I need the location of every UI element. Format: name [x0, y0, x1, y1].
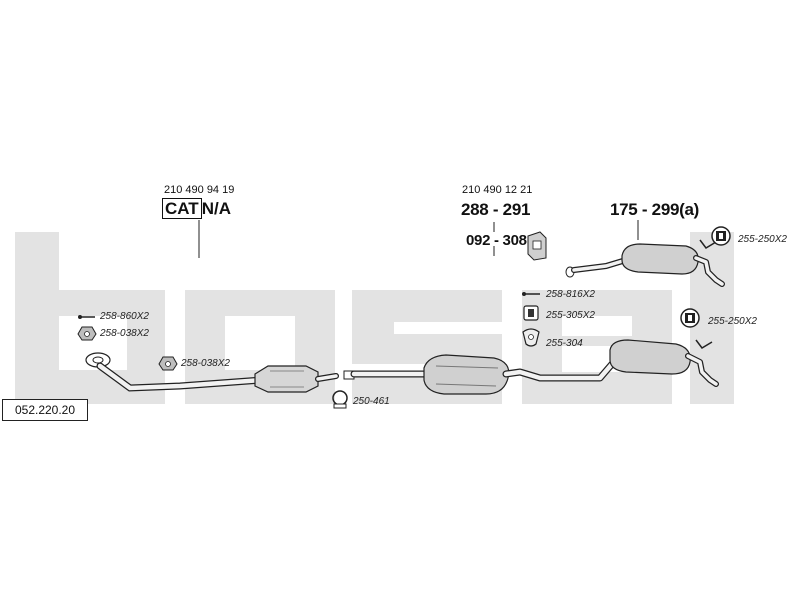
catalytic-converter — [254, 365, 339, 393]
catalyst-article-number: 210 490 94 19 — [164, 184, 235, 196]
middle-section — [343, 354, 616, 395]
part-label-p5: 258-816X2 — [546, 289, 595, 300]
cat-suffix: N/A — [201, 199, 231, 218]
middle-article-number: 210 490 12 21 — [462, 184, 533, 196]
nut-icon — [77, 326, 97, 341]
gasket-icon — [522, 328, 540, 347]
part-label-p2: 258-038X2 — [100, 328, 149, 339]
part-label-p3: 258-038X2 — [181, 358, 230, 369]
leader-lines — [198, 220, 639, 258]
part-label-p8: 255-250X2 — [738, 234, 787, 245]
rubber-hanger-icon — [711, 226, 731, 246]
part-label-p4: 250-461 — [353, 396, 390, 407]
cat-badge: CAT — [162, 198, 202, 219]
reference-number: 052.220.20 — [2, 399, 88, 421]
ring-icon — [332, 390, 348, 409]
nut-icon-2 — [158, 356, 178, 371]
bolt-icon — [78, 315, 95, 319]
bracket-icon — [527, 231, 547, 261]
part-label-p6: 255-305X2 — [546, 310, 595, 321]
clamp-icon — [523, 305, 539, 321]
upper-rear-section — [565, 239, 725, 287]
bracket-number: 092 - 308 — [466, 232, 527, 249]
lower-rear-silencer — [609, 339, 719, 387]
front-pipe — [85, 352, 266, 392]
middle-range: 288 - 291 — [461, 200, 531, 219]
part-label-p1: 258-860X2 — [100, 311, 149, 322]
rear-range: 175 - 299(a) — [610, 200, 700, 219]
part-label-p7: 255-304 — [546, 338, 583, 349]
part-label-p9: 255-250X2 — [708, 316, 757, 327]
bolt-icon-2 — [522, 292, 540, 296]
rubber-hanger-icon-2 — [680, 308, 700, 328]
